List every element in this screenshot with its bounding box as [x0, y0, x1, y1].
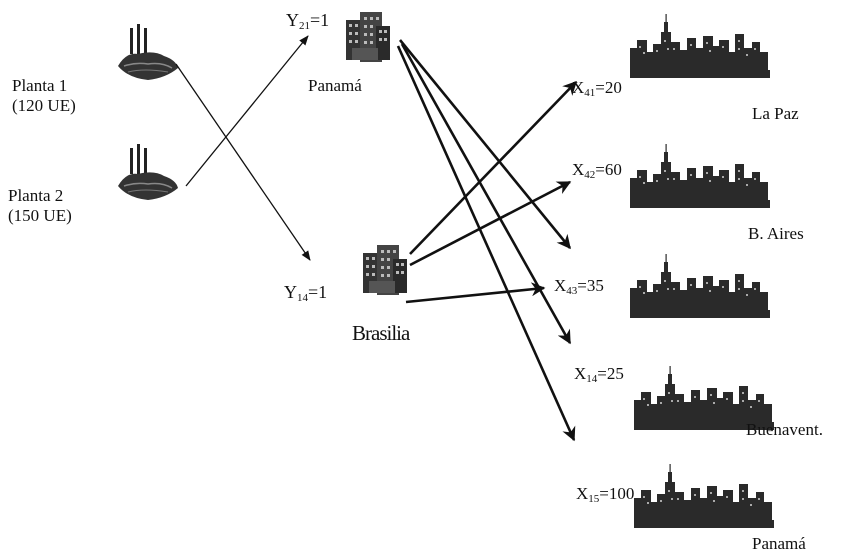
x42-label: X42=60 — [572, 160, 622, 185]
x41-value: =20 — [595, 78, 622, 97]
arrow-brasilia-city-3 — [405, 282, 546, 304]
x42-value: =60 — [595, 160, 622, 179]
x14-sub: 14 — [586, 373, 598, 385]
y21-sub: 21 — [299, 20, 310, 32]
city-skyline-icon-la-paz — [630, 14, 770, 78]
city-label-buenaventura: Buenavent. — [746, 420, 823, 439]
arrow-panama-city-3 — [398, 39, 572, 250]
x15-var: X — [576, 484, 589, 503]
arrow-plant1-brasilia — [175, 63, 311, 261]
arrow-panama-buenaventura — [400, 43, 572, 345]
x43-value: =35 — [577, 276, 604, 295]
x43-sub: 43 — [566, 285, 578, 297]
y14-value: =1 — [308, 282, 328, 302]
brasilia-warehouse-name: Brasilia — [352, 321, 410, 345]
x15-label: X15=100 — [576, 484, 634, 509]
plant-2-factory-icon — [117, 143, 179, 201]
brasilia-warehouse-building-icon — [363, 245, 407, 295]
city-skyline-icon-panama — [634, 464, 774, 528]
y14-label: Y14=1 — [284, 282, 327, 308]
x42-var: X — [572, 160, 585, 179]
x42-sub: 42 — [584, 169, 596, 181]
y21-value: =1 — [310, 10, 330, 30]
x15-value: =100 — [599, 484, 635, 503]
x43-var: X — [554, 276, 567, 295]
plant-2-name: Planta 2 — [8, 186, 64, 205]
y14-var: Y — [284, 282, 297, 302]
arrow-brasilia-la-paz — [409, 80, 577, 255]
city-label-panama: Panamá — [752, 534, 806, 553]
y21-var: Y — [286, 10, 299, 30]
x43-label: X43=35 — [554, 276, 604, 301]
x14-var: X — [574, 364, 587, 383]
plant-1-factory-icon — [117, 23, 179, 81]
plant-1-name: Planta 1 — [12, 76, 68, 95]
y14-sub: 14 — [297, 292, 308, 304]
x14-label: X14=25 — [574, 364, 624, 389]
arrow-brasilia-b-aires — [409, 180, 572, 267]
arrow-panama-panama — [396, 45, 576, 442]
y21-label: Y21=1 — [286, 10, 329, 36]
panama-warehouse-building-icon — [346, 12, 390, 62]
x15-sub: 15 — [588, 493, 600, 505]
plant-1-label: Planta 1 (120 UE) — [12, 76, 76, 116]
city-label-la-paz: La Paz — [752, 104, 799, 123]
arrow-plant2-panama — [185, 35, 309, 187]
city-label-b-aires: B. Aires — [748, 224, 804, 243]
x41-sub: 41 — [584, 87, 596, 99]
x14-value: =25 — [597, 364, 624, 383]
panama-warehouse-name: Panamá — [308, 76, 362, 95]
city-skyline-icon-b-aires — [630, 144, 770, 208]
plant-2-capacity: (150 UE) — [8, 206, 72, 225]
x41-label: X41=20 — [572, 78, 622, 103]
city-skyline-icon-3 — [630, 254, 770, 318]
plant-1-capacity: (120 UE) — [12, 96, 76, 115]
x41-var: X — [572, 78, 585, 97]
plant-2-label: Planta 2 (150 UE) — [8, 186, 72, 226]
